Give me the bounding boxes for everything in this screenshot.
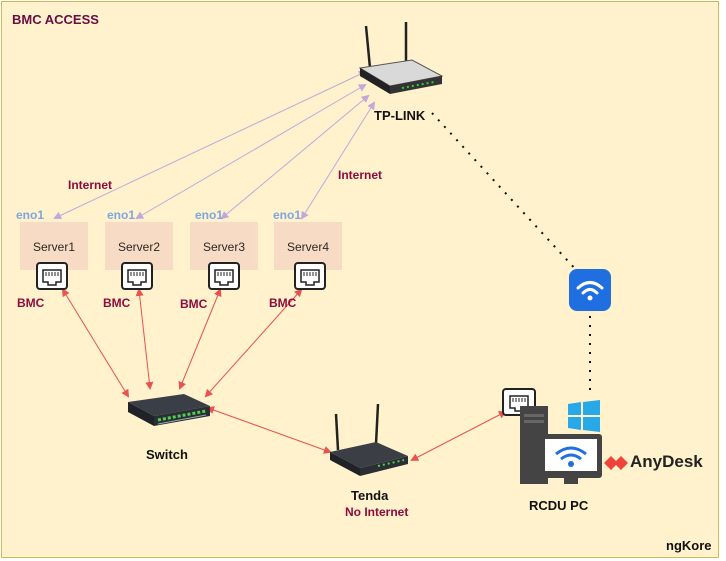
- tp-link-label: TP-LINK: [374, 108, 426, 123]
- server-4-label: Server4: [286, 240, 330, 254]
- switch-icon: [128, 394, 210, 426]
- internet-label-left: Internet: [68, 178, 113, 192]
- server-2-label: Server2: [117, 240, 161, 254]
- ethernet-port-icon: [294, 262, 326, 290]
- bmc-label-server4: BMC: [269, 296, 297, 310]
- anydesk-logo-icon: [604, 456, 628, 470]
- no-internet-label: No Internet: [345, 505, 409, 519]
- eno1-label-server2: eno1: [107, 208, 136, 222]
- tenda-label: Tenda: [351, 488, 389, 503]
- eno1-label-server4: eno1: [273, 208, 302, 222]
- ethernet-port-icon: [36, 262, 68, 290]
- server-1-label: Server1: [32, 240, 76, 254]
- eno1-label-server3: eno1: [195, 208, 224, 222]
- ethernet-port-icon: [208, 262, 240, 290]
- internet-links: [53, 70, 376, 220]
- bmc-label-server3: BMC: [180, 297, 208, 311]
- ethernet-port-icon: [121, 262, 153, 290]
- internet-label-right: Internet: [338, 168, 383, 182]
- bmc-links: [61, 288, 507, 461]
- router-icon: [358, 22, 444, 94]
- router-icon: [330, 403, 408, 476]
- server-3: Server3: [190, 222, 258, 270]
- eno1-label-server1: eno1: [16, 208, 45, 222]
- switch-label: Switch: [146, 447, 188, 462]
- wireless-links: [431, 112, 591, 392]
- footer-label: ngKore: [666, 538, 712, 553]
- rcdu-pc-label: RCDU PC: [529, 498, 589, 513]
- anydesk-label: AnyDesk: [630, 452, 703, 471]
- server-3-label: Server3: [202, 240, 246, 254]
- bmc-label-server1: BMC: [17, 296, 45, 310]
- bmc-label-server2: BMC: [103, 296, 131, 310]
- wifi-icon: [569, 269, 611, 311]
- windows-icon: [568, 400, 600, 432]
- diagram-title: BMC ACCESS: [12, 12, 99, 27]
- desktop-pc-icon: [520, 406, 602, 484]
